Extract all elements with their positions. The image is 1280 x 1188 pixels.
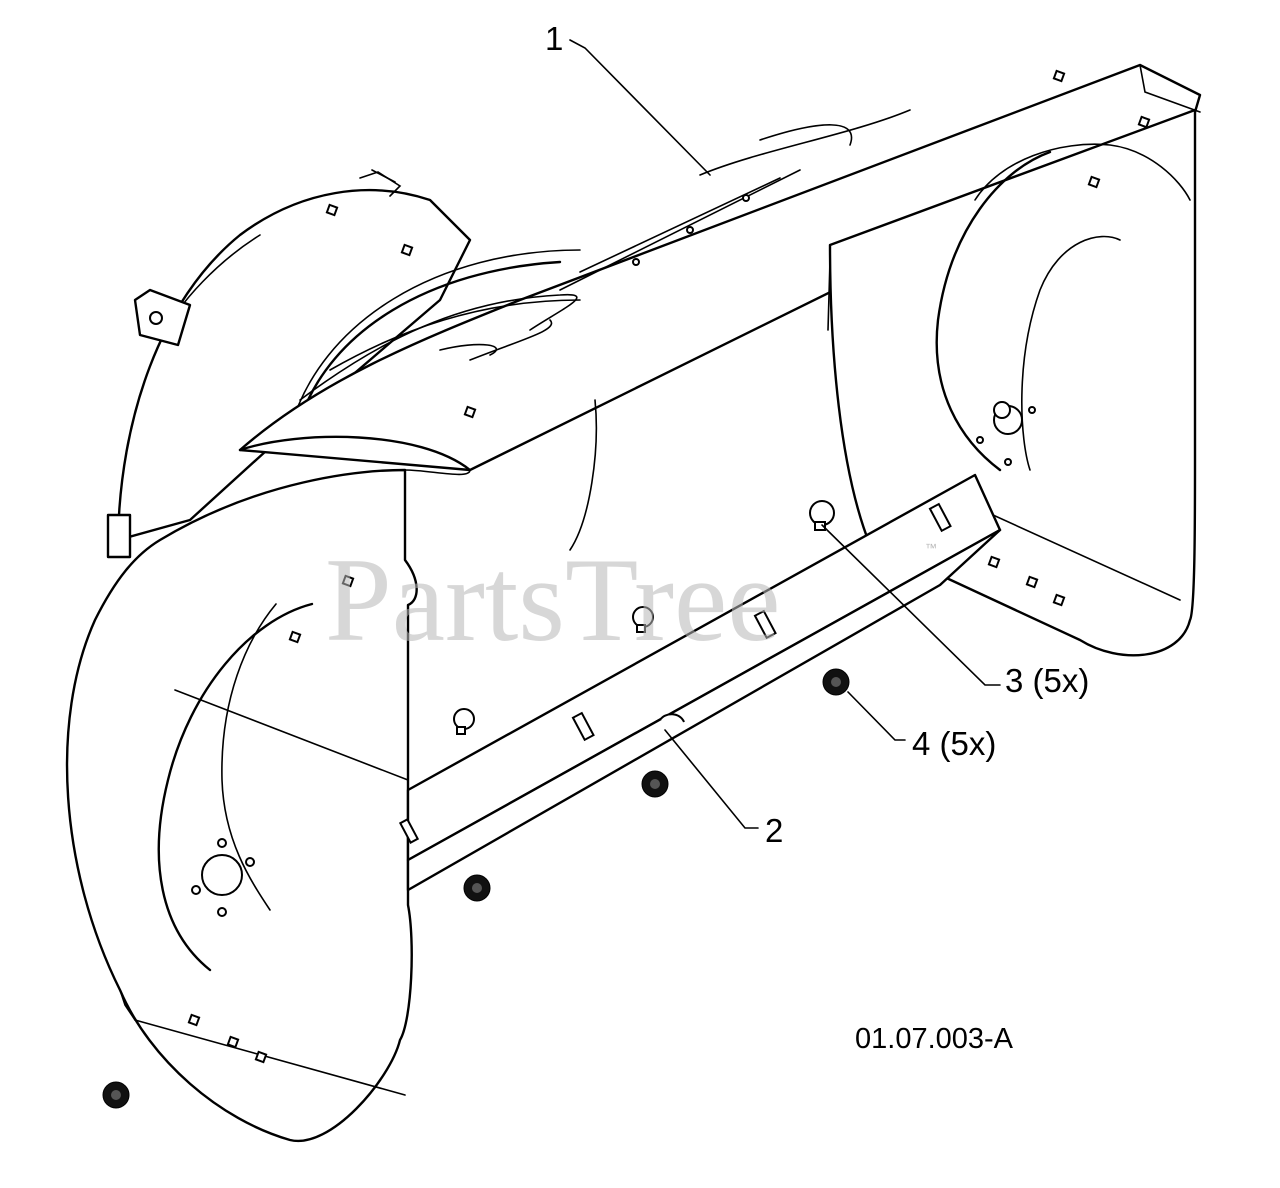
watermark-trademark: ™ <box>925 541 937 555</box>
carriage-bolt-icon <box>632 606 654 633</box>
carriage-bolts <box>453 500 835 735</box>
watermark: PartsTree ™ <box>325 533 937 666</box>
callout-2: 2 <box>765 812 783 849</box>
nut-icon <box>463 874 491 902</box>
callout-3: 3 (5x) <box>1005 662 1089 699</box>
watermark-text: PartsTree <box>325 533 781 666</box>
diagram-reference-code: 01.07.003-A <box>855 1023 1014 1055</box>
callout-4: 4 (5x) <box>912 725 996 762</box>
scraper-bar <box>398 473 1002 892</box>
housing-top-beam <box>238 63 1202 472</box>
carriage-bolt-icon <box>453 708 475 735</box>
nut-icon <box>822 668 850 696</box>
callout-1: 1 <box>545 20 563 57</box>
housing-left-side <box>65 468 471 1143</box>
leader-lines <box>569 39 1001 829</box>
rear-drum <box>106 169 581 559</box>
nuts <box>102 668 850 1109</box>
nut-icon <box>641 770 669 798</box>
nut-icon <box>102 1081 130 1109</box>
